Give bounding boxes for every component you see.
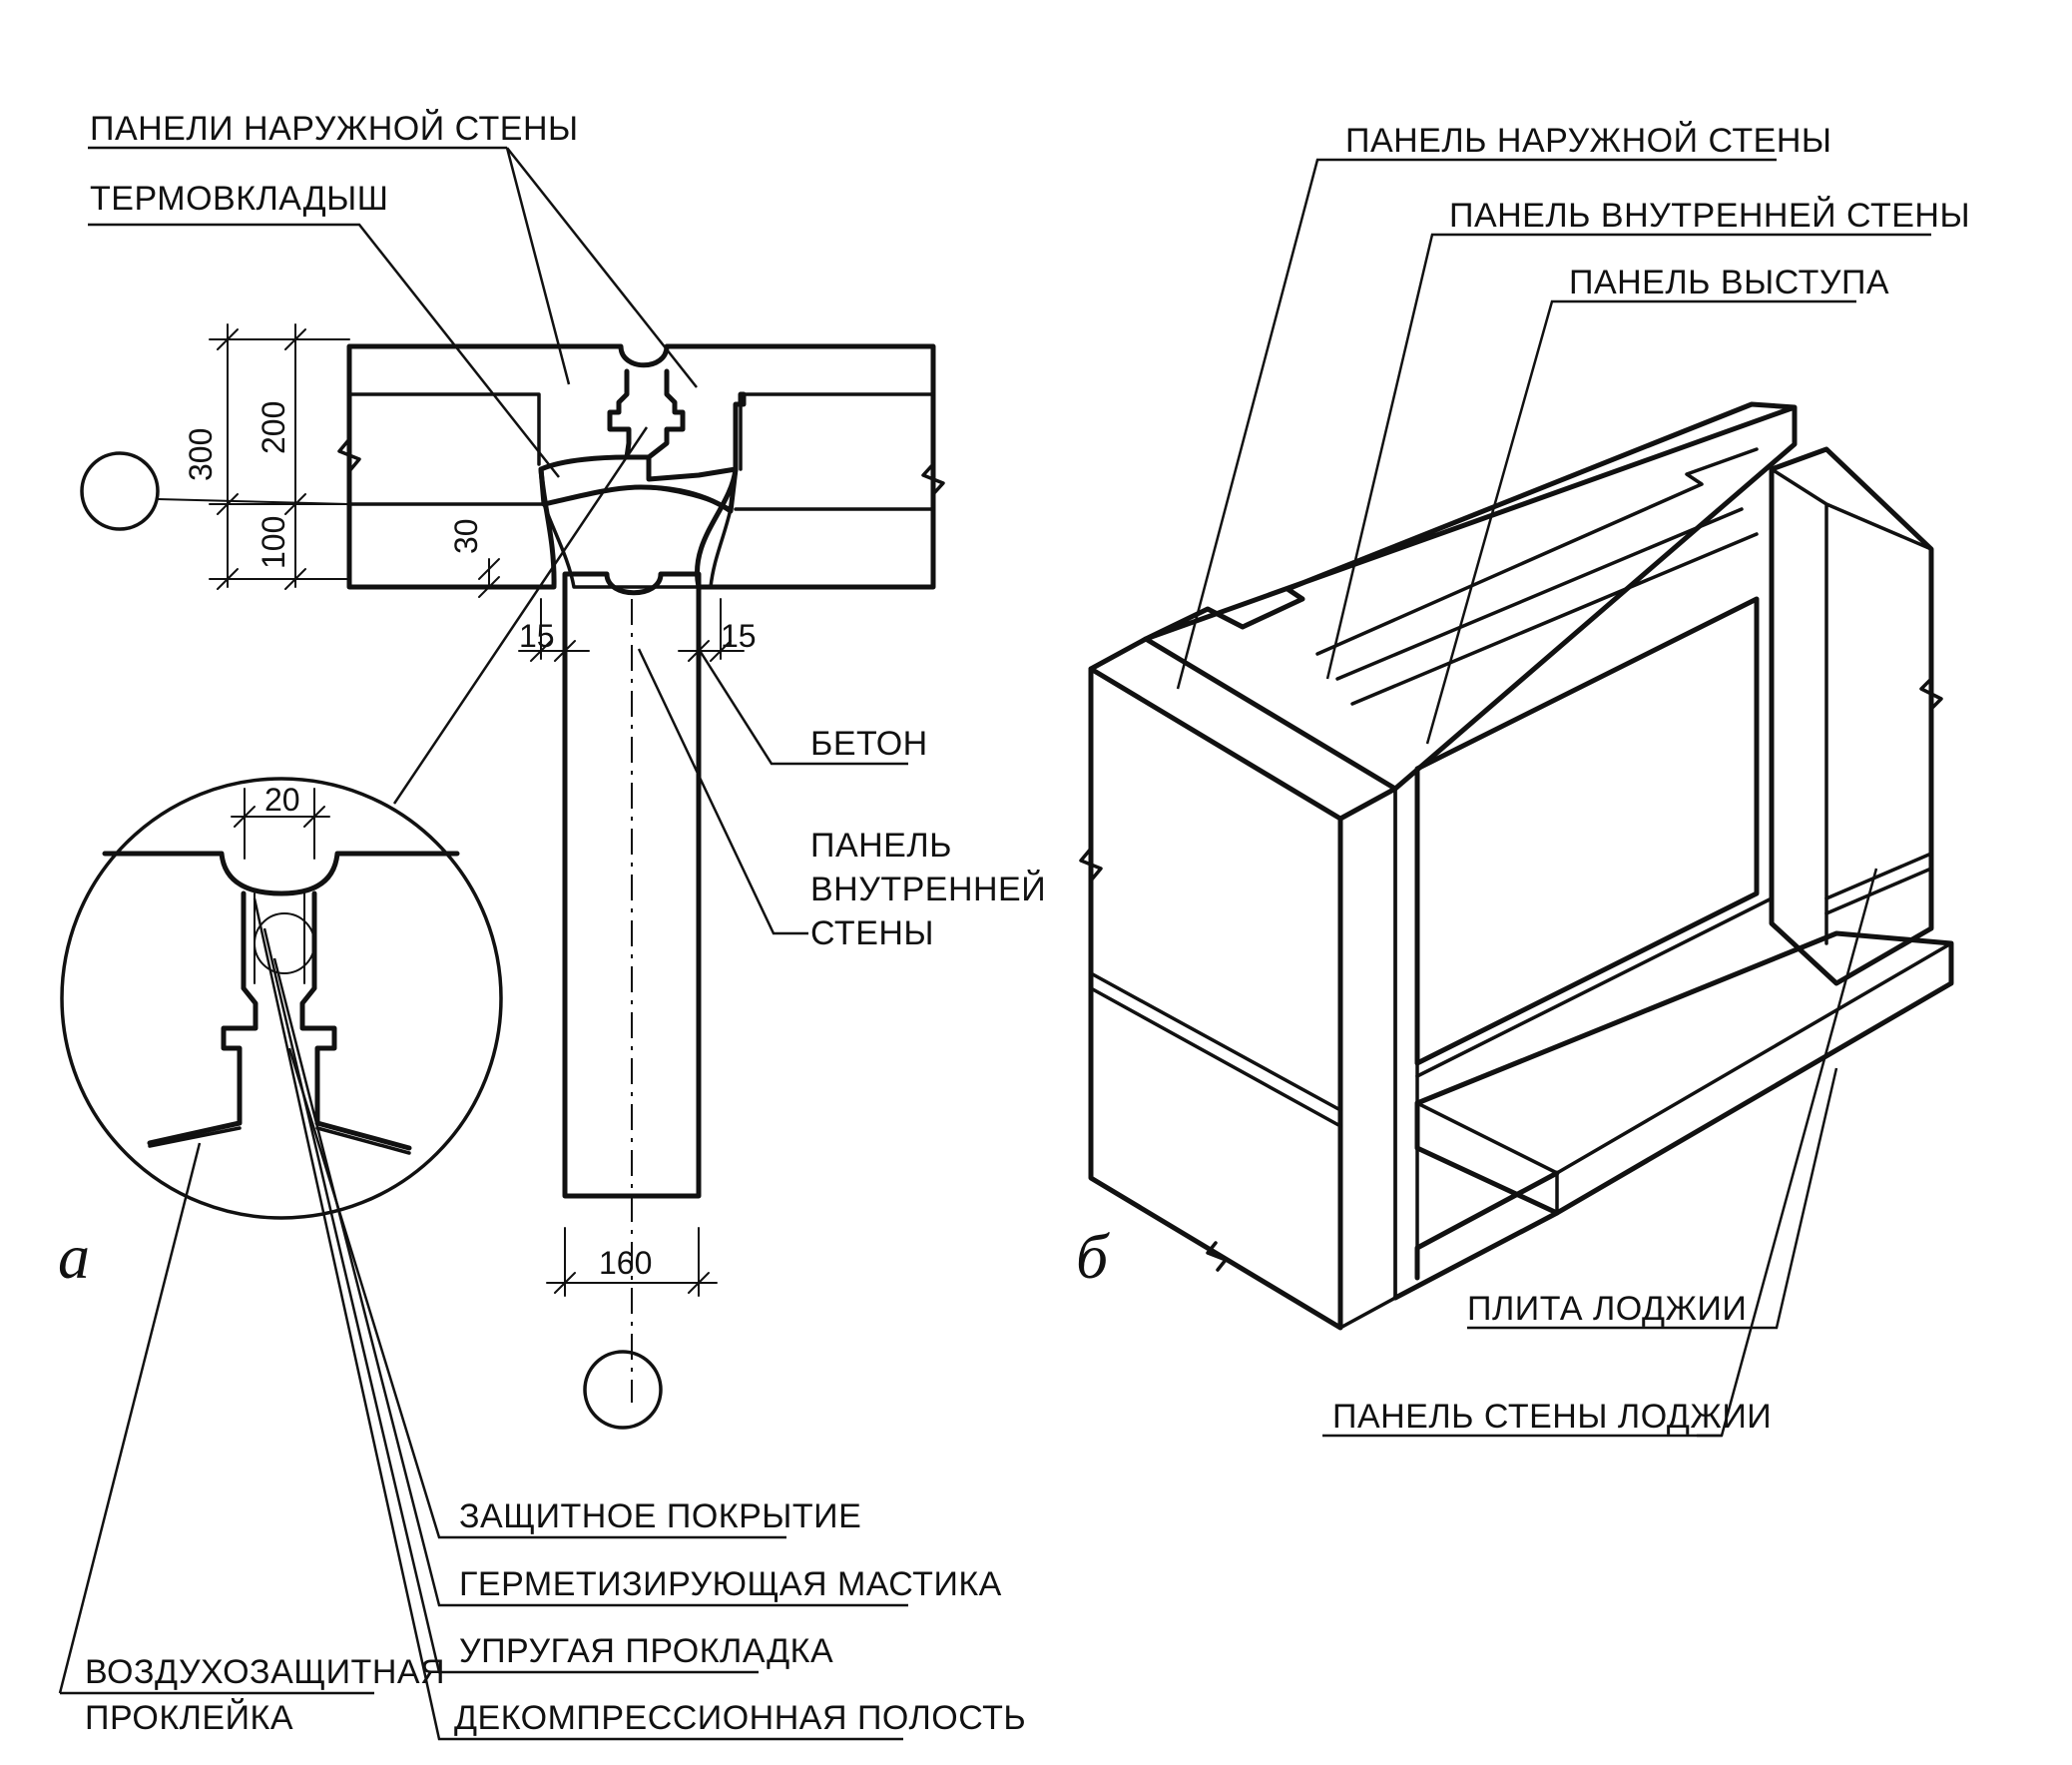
outer-panel-horizontal-joint xyxy=(1089,971,1342,1128)
leader-sealing-mastic xyxy=(272,957,908,1607)
label-inner-panel-2: ВНУТРЕННЕЙ xyxy=(810,871,1046,908)
dimension-15-pair xyxy=(518,598,745,662)
leader-b-slab xyxy=(1707,1067,1838,1330)
projection-panel-top xyxy=(1770,467,1933,945)
figure-a-labels: ПАНЕЛИ НАРУЖНОЙ СТЕНЫ ТЕРМОВКЛАДЫШ БЕТОН… xyxy=(58,110,1046,1737)
detail-joint-profile xyxy=(102,851,460,1151)
projection-panel-joint xyxy=(1824,852,1933,915)
leader-decompression xyxy=(253,897,903,1741)
inner-wall-top-edge xyxy=(1315,447,1759,706)
label-decompression: ДЕКОМПРЕССИОННАЯ ПОЛОСТЬ xyxy=(454,1699,1026,1737)
dim-100: 100 xyxy=(256,516,291,569)
axis-bubble-left xyxy=(80,451,160,531)
dim-30: 30 xyxy=(448,518,484,554)
right-break-mark xyxy=(921,462,945,496)
dim-300: 300 xyxy=(183,428,219,481)
outer-panel-top xyxy=(1088,636,1398,822)
label-inner-panel-1: ПАНЕЛЬ xyxy=(810,827,952,865)
detail-circle: 20 xyxy=(58,777,908,1741)
dim-15-right: 15 xyxy=(721,618,757,654)
inner-wall-top xyxy=(1143,401,1798,792)
figure-a-section: 300 200 100 30 15 15 160 xyxy=(80,147,945,1430)
label-inner-panel-3: СТЕНЫ xyxy=(810,914,934,952)
outer-wall-panels xyxy=(337,343,945,590)
dimension-chain-left xyxy=(209,323,500,598)
leader-inner-panel xyxy=(637,648,808,935)
label-b-projection: ПАНЕЛЬ ВЫСТУПА xyxy=(1569,264,1889,301)
label-protective-coating: ЗАЩИТНОЕ ПОКРЫТИЕ xyxy=(459,1497,861,1535)
dim-20-lines xyxy=(231,788,330,860)
outer-panel-side xyxy=(1338,787,1397,1330)
detail-bottom-lines xyxy=(148,1126,411,1155)
label-air-tape-1: ВОЗДУХОЗАЩИТНАЯ xyxy=(85,1653,445,1691)
thermal-insert xyxy=(538,454,739,514)
label-concrete: БЕТОН xyxy=(810,725,928,763)
dim-200: 200 xyxy=(256,401,291,454)
label-b-wall: ПАНЕЛЬ СТЕНЫ ЛОДЖИИ xyxy=(1332,1398,1772,1436)
leader-concrete xyxy=(697,648,810,766)
figure-b-labels: ПАНЕЛЬ НАРУЖНОЙ СТЕНЫ ПАНЕЛЬ ВНУТРЕННЕЙ … xyxy=(1076,122,1970,1438)
loggia-slab-edge xyxy=(1415,941,1953,1215)
leader-protective-coating xyxy=(287,1047,786,1539)
leader-detail-circle xyxy=(392,426,649,805)
detail-circle-outline xyxy=(60,777,503,1220)
dim-160: 160 xyxy=(599,1245,652,1281)
left-outer-panel-outline xyxy=(346,343,936,590)
decompression-circle xyxy=(254,912,315,974)
inner-wall-face xyxy=(1414,596,1760,1066)
leader-b-outer xyxy=(1176,158,1322,690)
figure-b-isometric xyxy=(1079,158,1954,1438)
figure-a-tag: а xyxy=(58,1221,90,1292)
label-air-tape-2: ПРОКЛЕЙКА xyxy=(85,1699,293,1737)
label-outer-panels: ПАНЕЛИ НАРУЖНОЙ СТЕНЫ xyxy=(90,110,579,148)
leader-air-tape xyxy=(58,1142,202,1694)
leader-elastic-gasket xyxy=(262,927,759,1674)
lower-inner-wall xyxy=(1392,1170,1560,1301)
inner-wall-panel xyxy=(562,571,702,1199)
dim-15-left: 15 xyxy=(519,618,555,654)
label-thermal-insert: ТЕРМОВКЛАДЫШ xyxy=(90,180,388,218)
projection-panel-left xyxy=(1755,467,1774,925)
left-break-mark xyxy=(337,437,361,473)
leader-b-projection xyxy=(1425,299,1557,745)
inner-wall-vertical-joint xyxy=(1393,767,1419,1300)
figure-b-tag: б xyxy=(1076,1221,1110,1292)
inner-wall-horizontal-joint xyxy=(1415,891,1774,1078)
outer-panel-front xyxy=(1088,666,1343,1331)
label-sealing-mastic: ГЕРМЕТИЗИРУЮЩАЯ МАСТИКА xyxy=(459,1565,1002,1603)
leader-b-inner xyxy=(1325,233,1437,680)
concrete-infill xyxy=(542,485,733,589)
break-marks-b xyxy=(1079,677,1943,1272)
right-panel-layer-line xyxy=(734,392,935,511)
left-panel-layer-line xyxy=(347,392,546,506)
label-b-slab: ПЛИТА ЛОДЖИИ xyxy=(1467,1290,1747,1328)
dimension-160 xyxy=(546,1227,718,1297)
label-b-outer: ПАНЕЛЬ НАРУЖНОЙ СТЕНЫ xyxy=(1345,122,1831,160)
label-b-inner: ПАНЕЛЬ ВНУТРЕННЕЙ СТЕНЫ xyxy=(1449,197,1970,235)
leader-thermal-insert xyxy=(88,223,560,478)
loggia-slab xyxy=(1414,930,1954,1216)
label-elastic-gasket: УПРУГАЯ ПРОКЛАДКА xyxy=(459,1632,833,1670)
axis-bubble-bottom xyxy=(583,1350,663,1430)
leader-outer-panels xyxy=(505,147,698,388)
key-joint-profile xyxy=(607,368,686,460)
dim-20: 20 xyxy=(264,782,300,818)
